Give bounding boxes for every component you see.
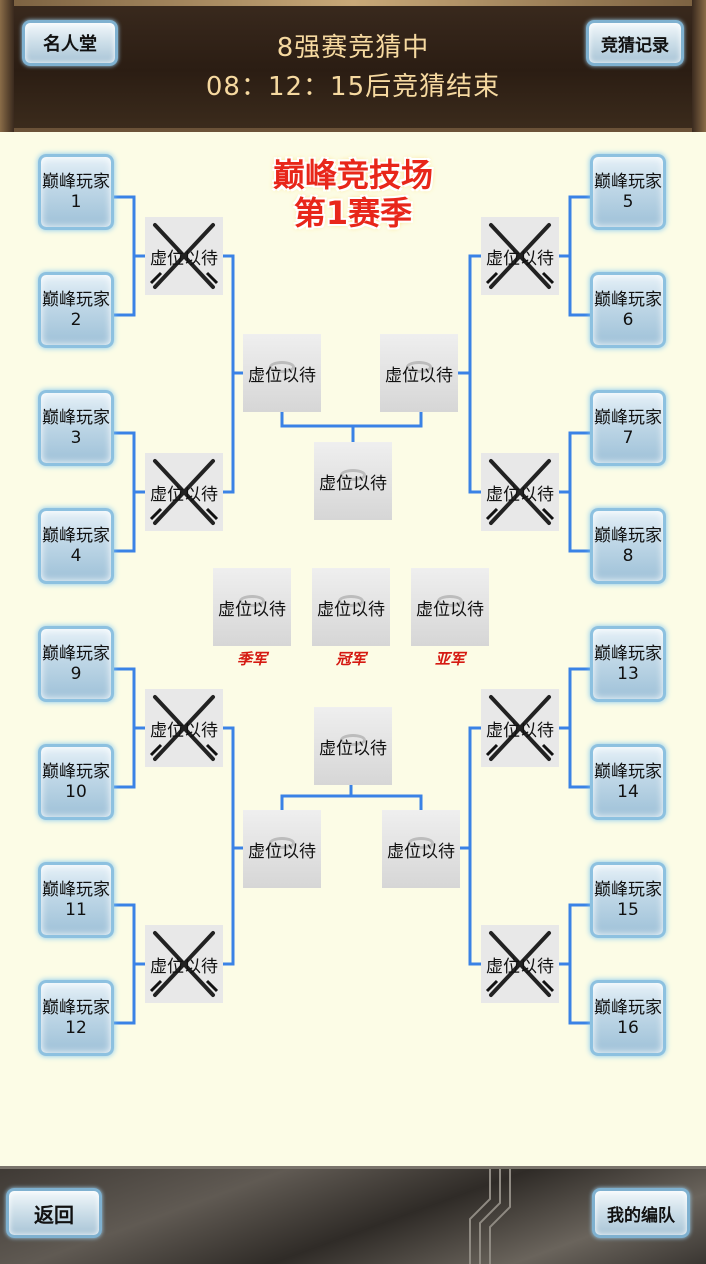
my-team-button[interactable]: 我的编队 [592,1188,690,1238]
runner-up-slot[interactable]: 虚位以待 [411,568,489,646]
match-slot[interactable]: 虚位以待 [145,925,223,1003]
crossed-swords-icon [485,459,555,525]
guess-records-button[interactable]: 竞猜记录 [586,20,684,66]
season-title: 第1赛季 [293,194,413,232]
crossed-swords-icon [149,695,219,761]
crossed-swords-icon [485,695,555,761]
countdown-timer: 08：12：15后竞猜结束 [205,72,501,102]
header-edge [692,0,706,132]
champion-label: 冠军 [335,650,366,668]
crossed-swords-icon [149,459,219,525]
quarterfinal-slot[interactable]: 虚位以待 [380,334,458,412]
circuit-pattern-icon [469,1169,511,1264]
arena-title: 巅峰竞技场 [272,156,433,194]
match-slot[interactable]: 虚位以待 [145,689,223,767]
coin-icon [239,595,265,607]
coin-icon [269,361,295,373]
crossed-swords-icon [149,223,219,289]
quarterfinal-slot[interactable]: 虚位以待 [243,810,321,888]
match-slot[interactable]: 虚位以待 [145,217,223,295]
coin-icon [408,837,434,849]
runner-up-label: 亚军 [434,650,465,668]
crossed-swords-icon [485,223,555,289]
coin-icon [437,595,463,607]
hall-of-fame-button[interactable]: 名人堂 [22,20,118,66]
quarterfinal-slot[interactable]: 虚位以待 [382,810,460,888]
semifinal-slot[interactable]: 虚位以待 [314,442,392,520]
coin-icon [269,837,295,849]
back-button[interactable]: 返回 [6,1188,102,1238]
match-slot[interactable]: 虚位以待 [481,453,559,531]
match-slot[interactable]: 虚位以待 [145,453,223,531]
coin-icon [406,361,432,373]
third-place-label: 季军 [236,650,267,668]
quarterfinal-slot[interactable]: 虚位以待 [243,334,321,412]
match-slot[interactable]: 虚位以待 [481,689,559,767]
coin-icon [338,595,364,607]
champion-slot[interactable]: 虚位以待 [312,568,390,646]
tournament-status: 8强赛竞猜中 [276,33,430,63]
coin-icon [340,734,366,746]
third-place-slot[interactable]: 虚位以待 [213,568,291,646]
semifinal-slot[interactable]: 虚位以待 [314,707,392,785]
coin-icon [340,469,366,481]
crossed-swords-icon [485,931,555,997]
match-slot[interactable]: 虚位以待 [481,925,559,1003]
match-slot[interactable]: 虚位以待 [481,217,559,295]
crossed-swords-icon [149,931,219,997]
footer-bar [0,1166,706,1264]
